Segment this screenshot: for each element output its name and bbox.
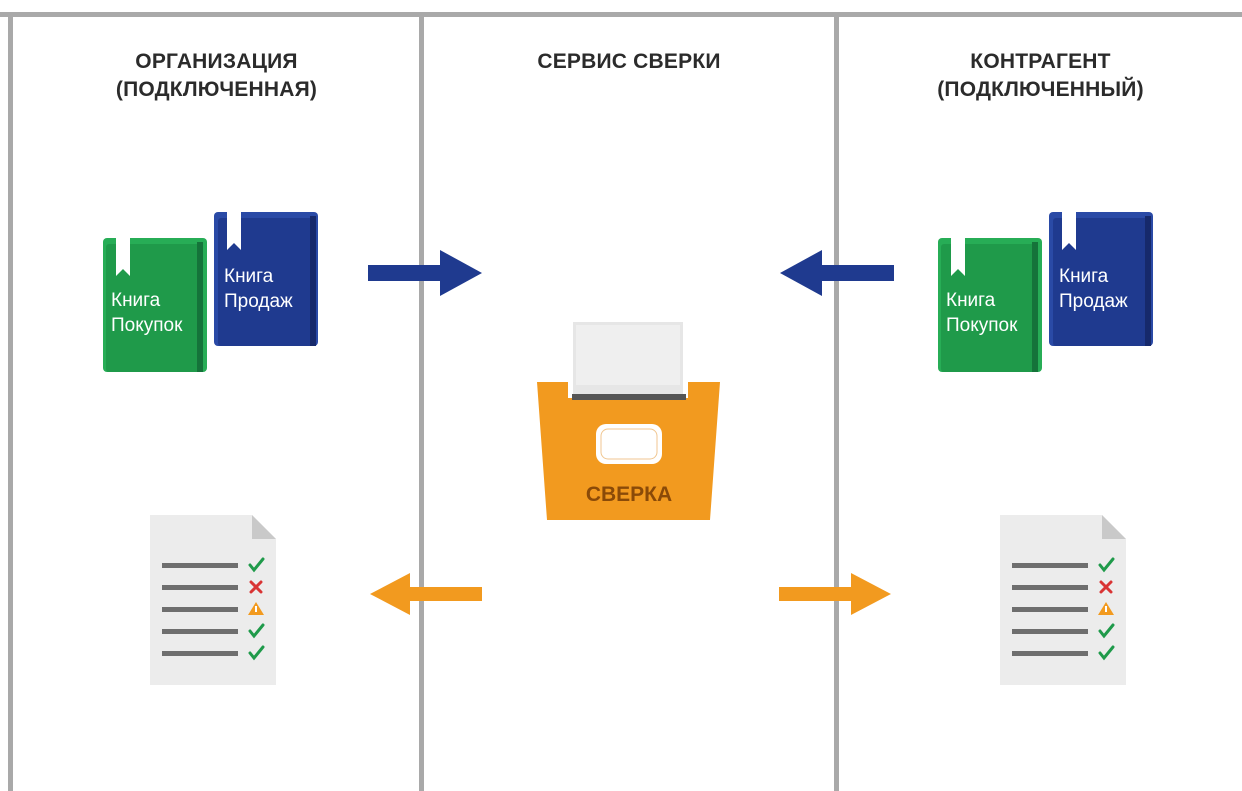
left-report-line: [162, 563, 238, 568]
warning-icon: [1098, 602, 1114, 615]
arrow-left-blue-icon: [780, 250, 894, 296]
arrow-left-orange-icon: [370, 573, 482, 615]
right-purchase-book-icon: Книга Покупок: [938, 238, 1042, 372]
reconciliation-box-icon: СВЕРКА: [537, 322, 720, 520]
check-icon: [248, 557, 265, 573]
organization-title: ОРГАНИЗАЦИЯ (ПОДКЛЮЧЕННАЯ): [115, 50, 318, 101]
right-books: Книга Продаж Книга Покупок: [938, 212, 1153, 372]
check-icon: [1098, 623, 1115, 639]
right-purchase-book-line1: Книга: [946, 290, 996, 311]
right-report-line: [1012, 585, 1088, 590]
left-sales-book-line1: Книга: [224, 266, 274, 287]
warning-icon: [248, 602, 264, 615]
reconciliation-box-label: СВЕРКА: [586, 483, 672, 506]
right-sales-book-icon: Книга Продаж: [1049, 212, 1153, 346]
check-icon: [1098, 557, 1115, 573]
left-report-line: [162, 607, 238, 612]
check-icon: [248, 645, 265, 661]
left-report-line: [162, 629, 238, 634]
cross-icon: [1099, 580, 1113, 594]
right-report-line: [1012, 563, 1088, 568]
right-sales-book-line2: Продаж: [1059, 291, 1128, 312]
left-report-document-icon: [150, 515, 276, 685]
check-icon: [248, 623, 265, 639]
right-report-line: [1012, 651, 1088, 656]
right-report-line: [1012, 629, 1088, 634]
divider-left-center: [419, 12, 424, 791]
left-report-line: [162, 651, 238, 656]
left-purchase-book-line1: Книга: [111, 290, 161, 311]
arrow-right-blue-icon: [368, 250, 482, 296]
divider-center-right: [834, 12, 839, 791]
cross-icon: [249, 580, 263, 594]
left-books: Книга Продаж Книга Покупок: [103, 212, 318, 372]
top-border: [0, 12, 1242, 17]
left-border: [8, 12, 13, 791]
left-purchase-book-icon: Книга Покупок: [103, 238, 207, 372]
check-icon: [1098, 645, 1115, 661]
right-sales-book-line1: Книга: [1059, 266, 1109, 287]
left-sales-book-line2: Продаж: [224, 291, 293, 312]
left-report-line: [162, 585, 238, 590]
service-title: СЕРВИС СВЕРКИ: [537, 50, 721, 73]
arrow-right-orange-icon: [779, 573, 891, 615]
right-report-document-icon: [1000, 515, 1126, 685]
right-purchase-book-line2: Покупок: [946, 315, 1018, 336]
left-sales-book-icon: Книга Продаж: [214, 212, 318, 346]
left-purchase-book-line2: Покупок: [111, 315, 183, 336]
right-report-line: [1012, 607, 1088, 612]
counterparty-title: КОНТРАГЕНТ (ПОДКЛЮЧЕННЫЙ): [937, 50, 1144, 101]
